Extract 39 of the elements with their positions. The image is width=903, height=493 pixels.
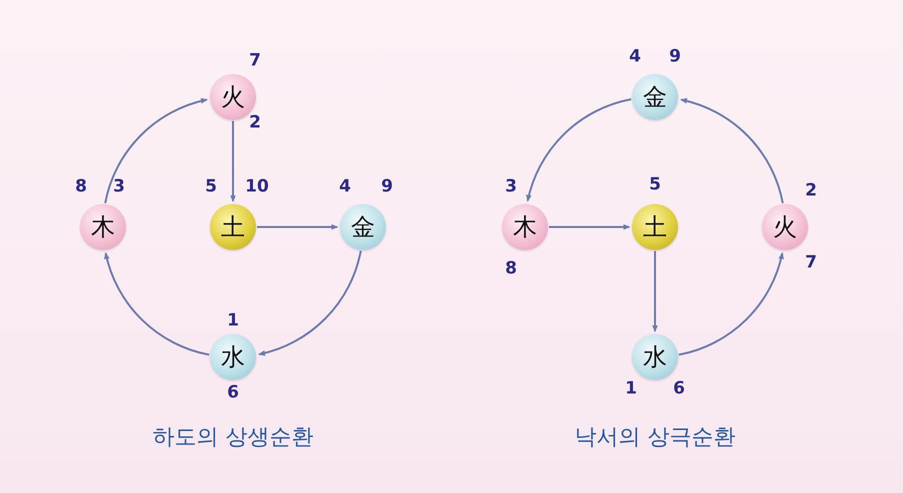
number-label: 7 — [805, 254, 817, 272]
arrow — [257, 224, 338, 230]
arrow — [526, 98, 632, 202]
number-label: 8 — [505, 260, 517, 278]
caption-label: 하도의 상생순환 — [152, 424, 314, 452]
number-label: 6 — [673, 380, 685, 398]
number-label: 2 — [805, 182, 817, 200]
arrow — [652, 251, 658, 332]
number-label: 9 — [381, 178, 393, 196]
number-label: 3 — [113, 178, 125, 196]
number-label: 4 — [339, 178, 351, 196]
element-circle: 土 — [210, 204, 256, 250]
element-circle: 水 — [210, 334, 256, 380]
element-circle: 木 — [502, 204, 548, 250]
number-label: 1 — [227, 312, 239, 330]
arrow — [258, 250, 362, 356]
number-label: 8 — [75, 178, 87, 196]
number-label: 1 — [625, 380, 637, 398]
arrow — [230, 121, 236, 202]
arrow — [549, 224, 630, 230]
number-label: 5 — [649, 176, 661, 194]
element-circle: 水 — [632, 334, 678, 380]
element-circle: 金 — [340, 204, 386, 250]
number-label: 4 — [629, 48, 641, 66]
number-label: 7 — [249, 52, 261, 70]
element-circle: 金 — [632, 74, 678, 120]
arrow — [680, 98, 784, 204]
number-label: 3 — [505, 178, 517, 196]
arrow — [104, 252, 210, 356]
number-label: 9 — [669, 48, 681, 66]
number-label: 5 — [205, 178, 217, 196]
arrow — [678, 252, 784, 356]
number-label: 10 — [245, 178, 269, 196]
element-circle: 木 — [80, 204, 126, 250]
arrow — [104, 98, 208, 204]
element-circle: 火 — [762, 204, 808, 250]
number-label: 6 — [227, 384, 239, 402]
caption-label: 낙서의 상극순환 — [574, 424, 736, 452]
element-circle: 土 — [632, 204, 678, 250]
